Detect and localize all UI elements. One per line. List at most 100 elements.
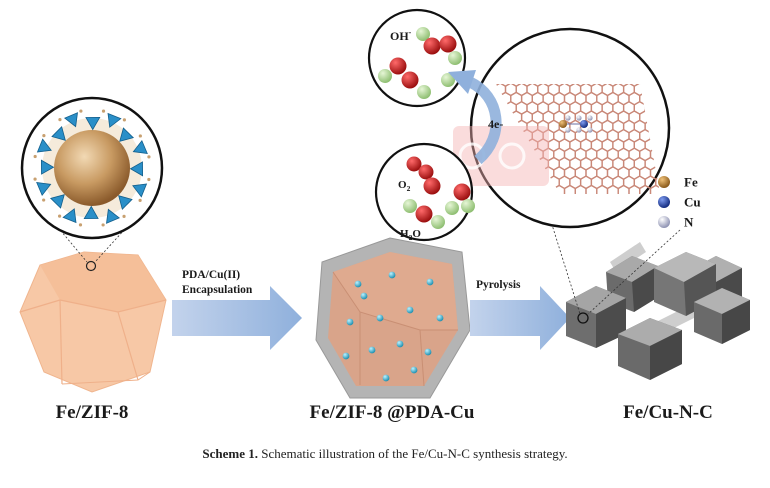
carbon-hexagon [661,241,672,253]
cu-dot [396,340,404,348]
carbon-hexagon [484,213,495,225]
h2o-label: H2O [400,228,421,242]
linker-dot [101,109,106,113]
carbon-hexagon [672,204,683,216]
carbon-hexagon [570,251,581,263]
carbon-hexagon [570,232,581,244]
fe-cu-dual-site [559,115,593,133]
carbon-hexagon [591,251,602,263]
carbon-hexagon [672,130,683,142]
carbon-hexagon [683,74,694,86]
carbon-hexagon [522,223,533,235]
arrow1-label-line2: Encapsulation [182,284,253,296]
cu-atom [580,120,588,128]
carbon-hexagon [667,158,678,170]
carbon-hexagon [532,241,543,253]
caption-bold: Scheme 1. [202,446,258,461]
cu-dot [424,348,432,356]
hydroxide-circle [367,8,467,108]
carbon-hexagon [629,223,640,235]
zn-tetrahedron [83,205,99,220]
zn-tetrahedron [107,112,122,128]
linker-dot [58,118,62,122]
linker-dot [138,134,142,138]
legend-swatch-n [658,216,670,228]
legend-label-cu: Cu [684,195,701,210]
zn-tetrahedron [85,116,101,131]
carbon-hexagon [683,111,694,123]
label-fe-zif8-pda-cu: Fe/ZIF-8 @PDA-Cu [310,402,475,423]
carbon-hexagon [602,251,613,263]
carbon-hexagon [602,232,613,244]
carbon-hexagon [640,223,651,235]
carbon-hexagon [500,241,511,253]
carbon-hexagon [527,251,538,263]
catalyst-zoom-circle [469,27,699,263]
carbon-hexagon [672,92,683,104]
cu-dot [354,280,362,288]
linker-dot [78,223,83,227]
carbon-hexagon [624,213,635,225]
oxygen-water-circle [374,142,475,242]
linker-dot [122,214,126,218]
legend-swatch-fe [658,176,670,188]
carbon-hexagon [597,241,608,253]
carbon-hexagon [645,213,656,225]
carbon-hexagon [613,232,624,244]
zif8-framework-tetrahedra [33,109,151,227]
carbon-hexagon [656,232,667,244]
cu-dot [406,306,414,314]
caption-text: Schematic illustration of the Fe/Cu-N-C … [261,446,568,461]
carbon-hexagon [688,102,699,114]
cu-dot [436,314,444,322]
linker-dot [101,223,105,227]
carbon-hexagon [688,139,699,151]
cu-dot [388,271,396,279]
carbon-hexagon [516,251,527,263]
carbon-hexagon [683,148,694,160]
carbon-hexagon [484,232,495,244]
carbon-hexagon [581,251,592,263]
zn-tetrahedron [118,195,133,211]
carbon-hexagon [661,74,672,86]
carbon-hexagon [672,167,683,179]
carbon-hexagon [479,223,490,235]
carbon-hexagon [624,232,635,244]
carbon-hexagon [489,204,500,216]
linker-dot [147,155,151,159]
carbon-hexagon [672,241,683,253]
cu-dot [382,374,390,382]
carbon-hexagon [688,120,699,132]
cu-ion-dots [342,271,444,382]
arrow-pyrolysis [470,286,570,350]
linker-dot [147,177,151,182]
cu-dot [342,352,350,360]
linker-dot [33,177,37,181]
carbon-hexagon [489,223,500,235]
linker-dot [33,154,37,159]
carbon-hexagon [645,232,656,244]
scheme-caption: Scheme 1. Schematic illustration of the … [0,446,770,462]
carbon-hexagon [672,185,683,197]
carbon-hexagon [495,213,506,225]
carbon-hexagon [683,241,694,253]
carbon-hexagon [688,83,699,95]
zn-tetrahedron [36,182,52,197]
fe-zif8-crystal [19,251,167,393]
carbon-hexagon [500,223,511,235]
carbon-hexagon [506,251,517,263]
arrow2-label: Pyrolysis [476,279,521,291]
linker-dot [122,118,126,122]
cu-dot [376,314,384,322]
linker-dot [138,198,142,202]
carbon-hexagon [644,193,657,194]
carbon-hexagon [683,92,694,104]
carbon-hexagon [677,232,688,244]
legend-label-fe: Fe [684,175,698,190]
zn-tetrahedron [51,125,66,141]
carbon-hexagon [656,251,667,263]
carbon-hexagon [581,232,592,244]
carbon-hexagon [532,223,543,235]
carbon-hexagon [677,158,688,170]
